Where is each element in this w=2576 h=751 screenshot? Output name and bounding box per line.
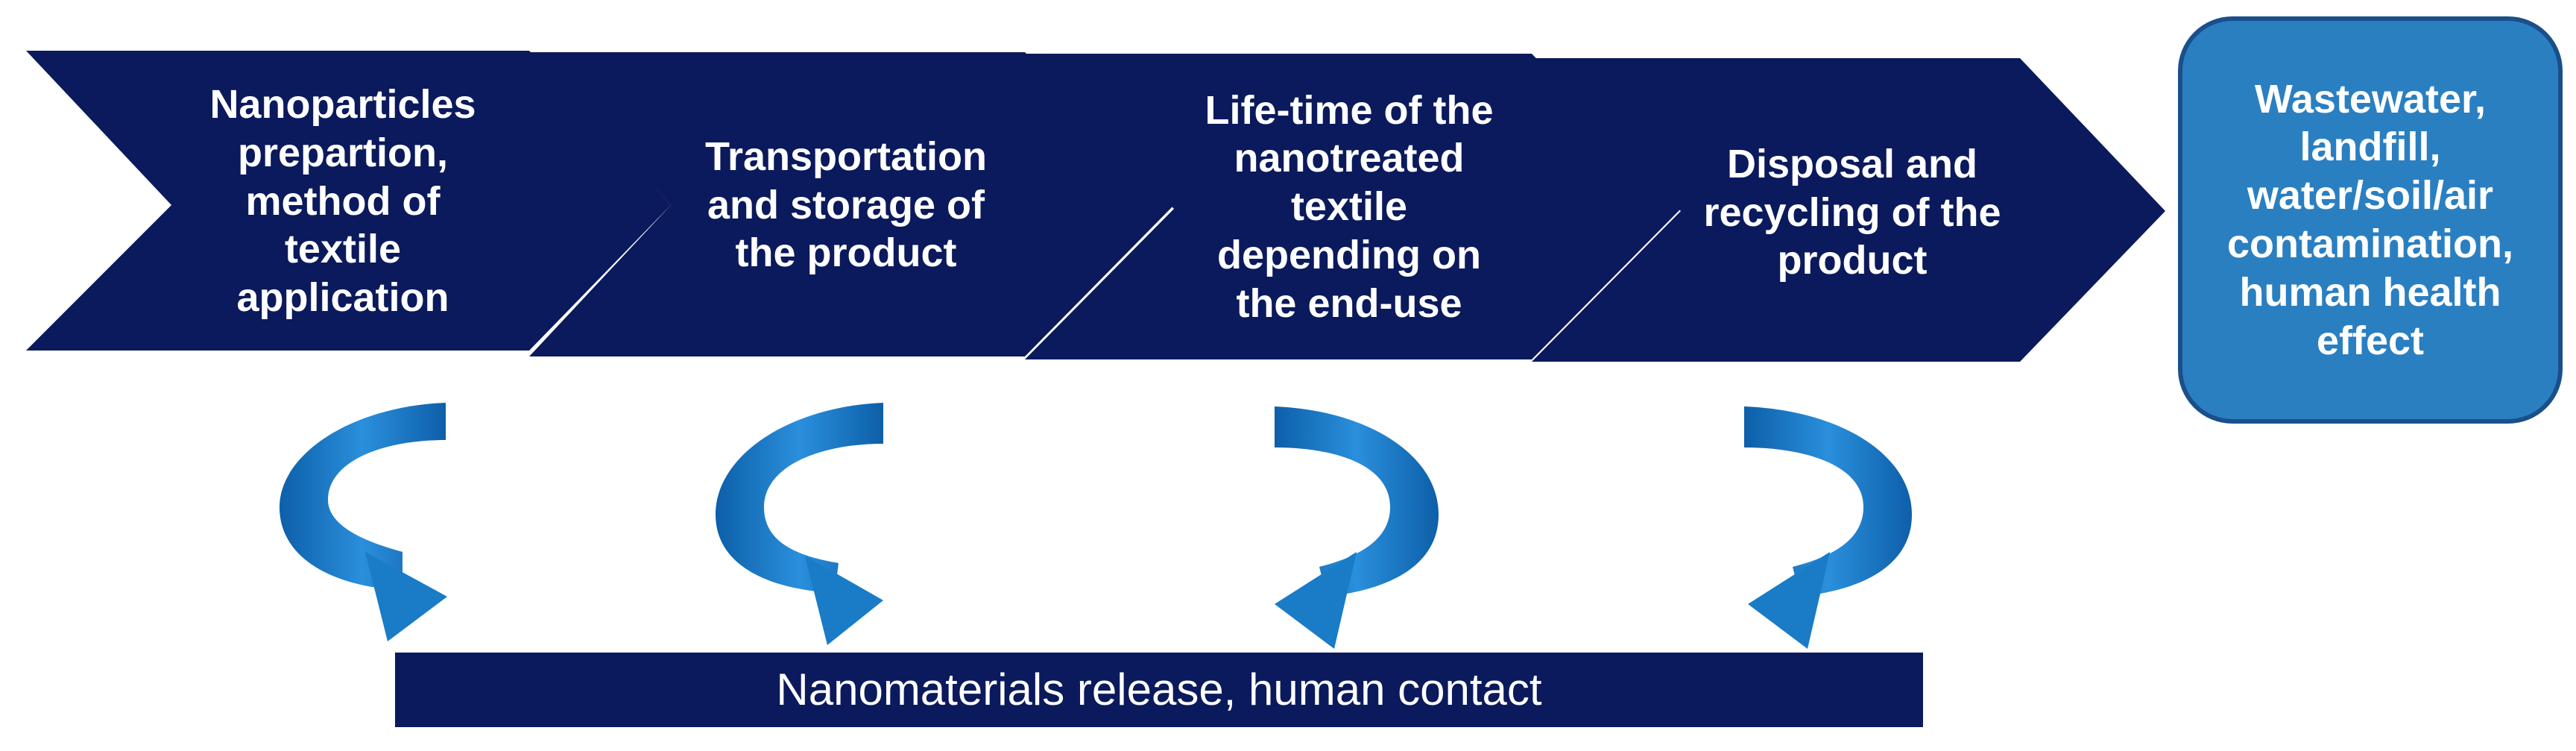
stage-3-chevron xyxy=(1025,54,1681,359)
release-arrow-2 xyxy=(716,358,883,645)
stage-3-label: Life-time of the nanotreated textile dep… xyxy=(1205,87,1494,326)
release-bar-label: Nanomaterials release, human contact xyxy=(776,664,1542,714)
stage-1-label: Nanoparticles prepartion, method of text… xyxy=(209,82,476,321)
release-bar xyxy=(395,653,1923,727)
stage-2-label: Transportation and storage of the produc… xyxy=(704,133,988,276)
release-arrow-3 xyxy=(1275,365,1439,649)
release-arrow-4 xyxy=(1744,365,1912,649)
stage-1-chevron xyxy=(26,51,671,351)
stage-2-chevron xyxy=(529,52,1174,356)
stage-4-chevron xyxy=(1532,58,2165,362)
release-arrow-1 xyxy=(280,358,447,641)
stage-4-label: Disposal and recycling of the product xyxy=(1703,141,2001,283)
outcome-label: Wastewater, landfill, water/soil/air con… xyxy=(2226,76,2513,363)
outcome-box xyxy=(2178,16,2563,424)
